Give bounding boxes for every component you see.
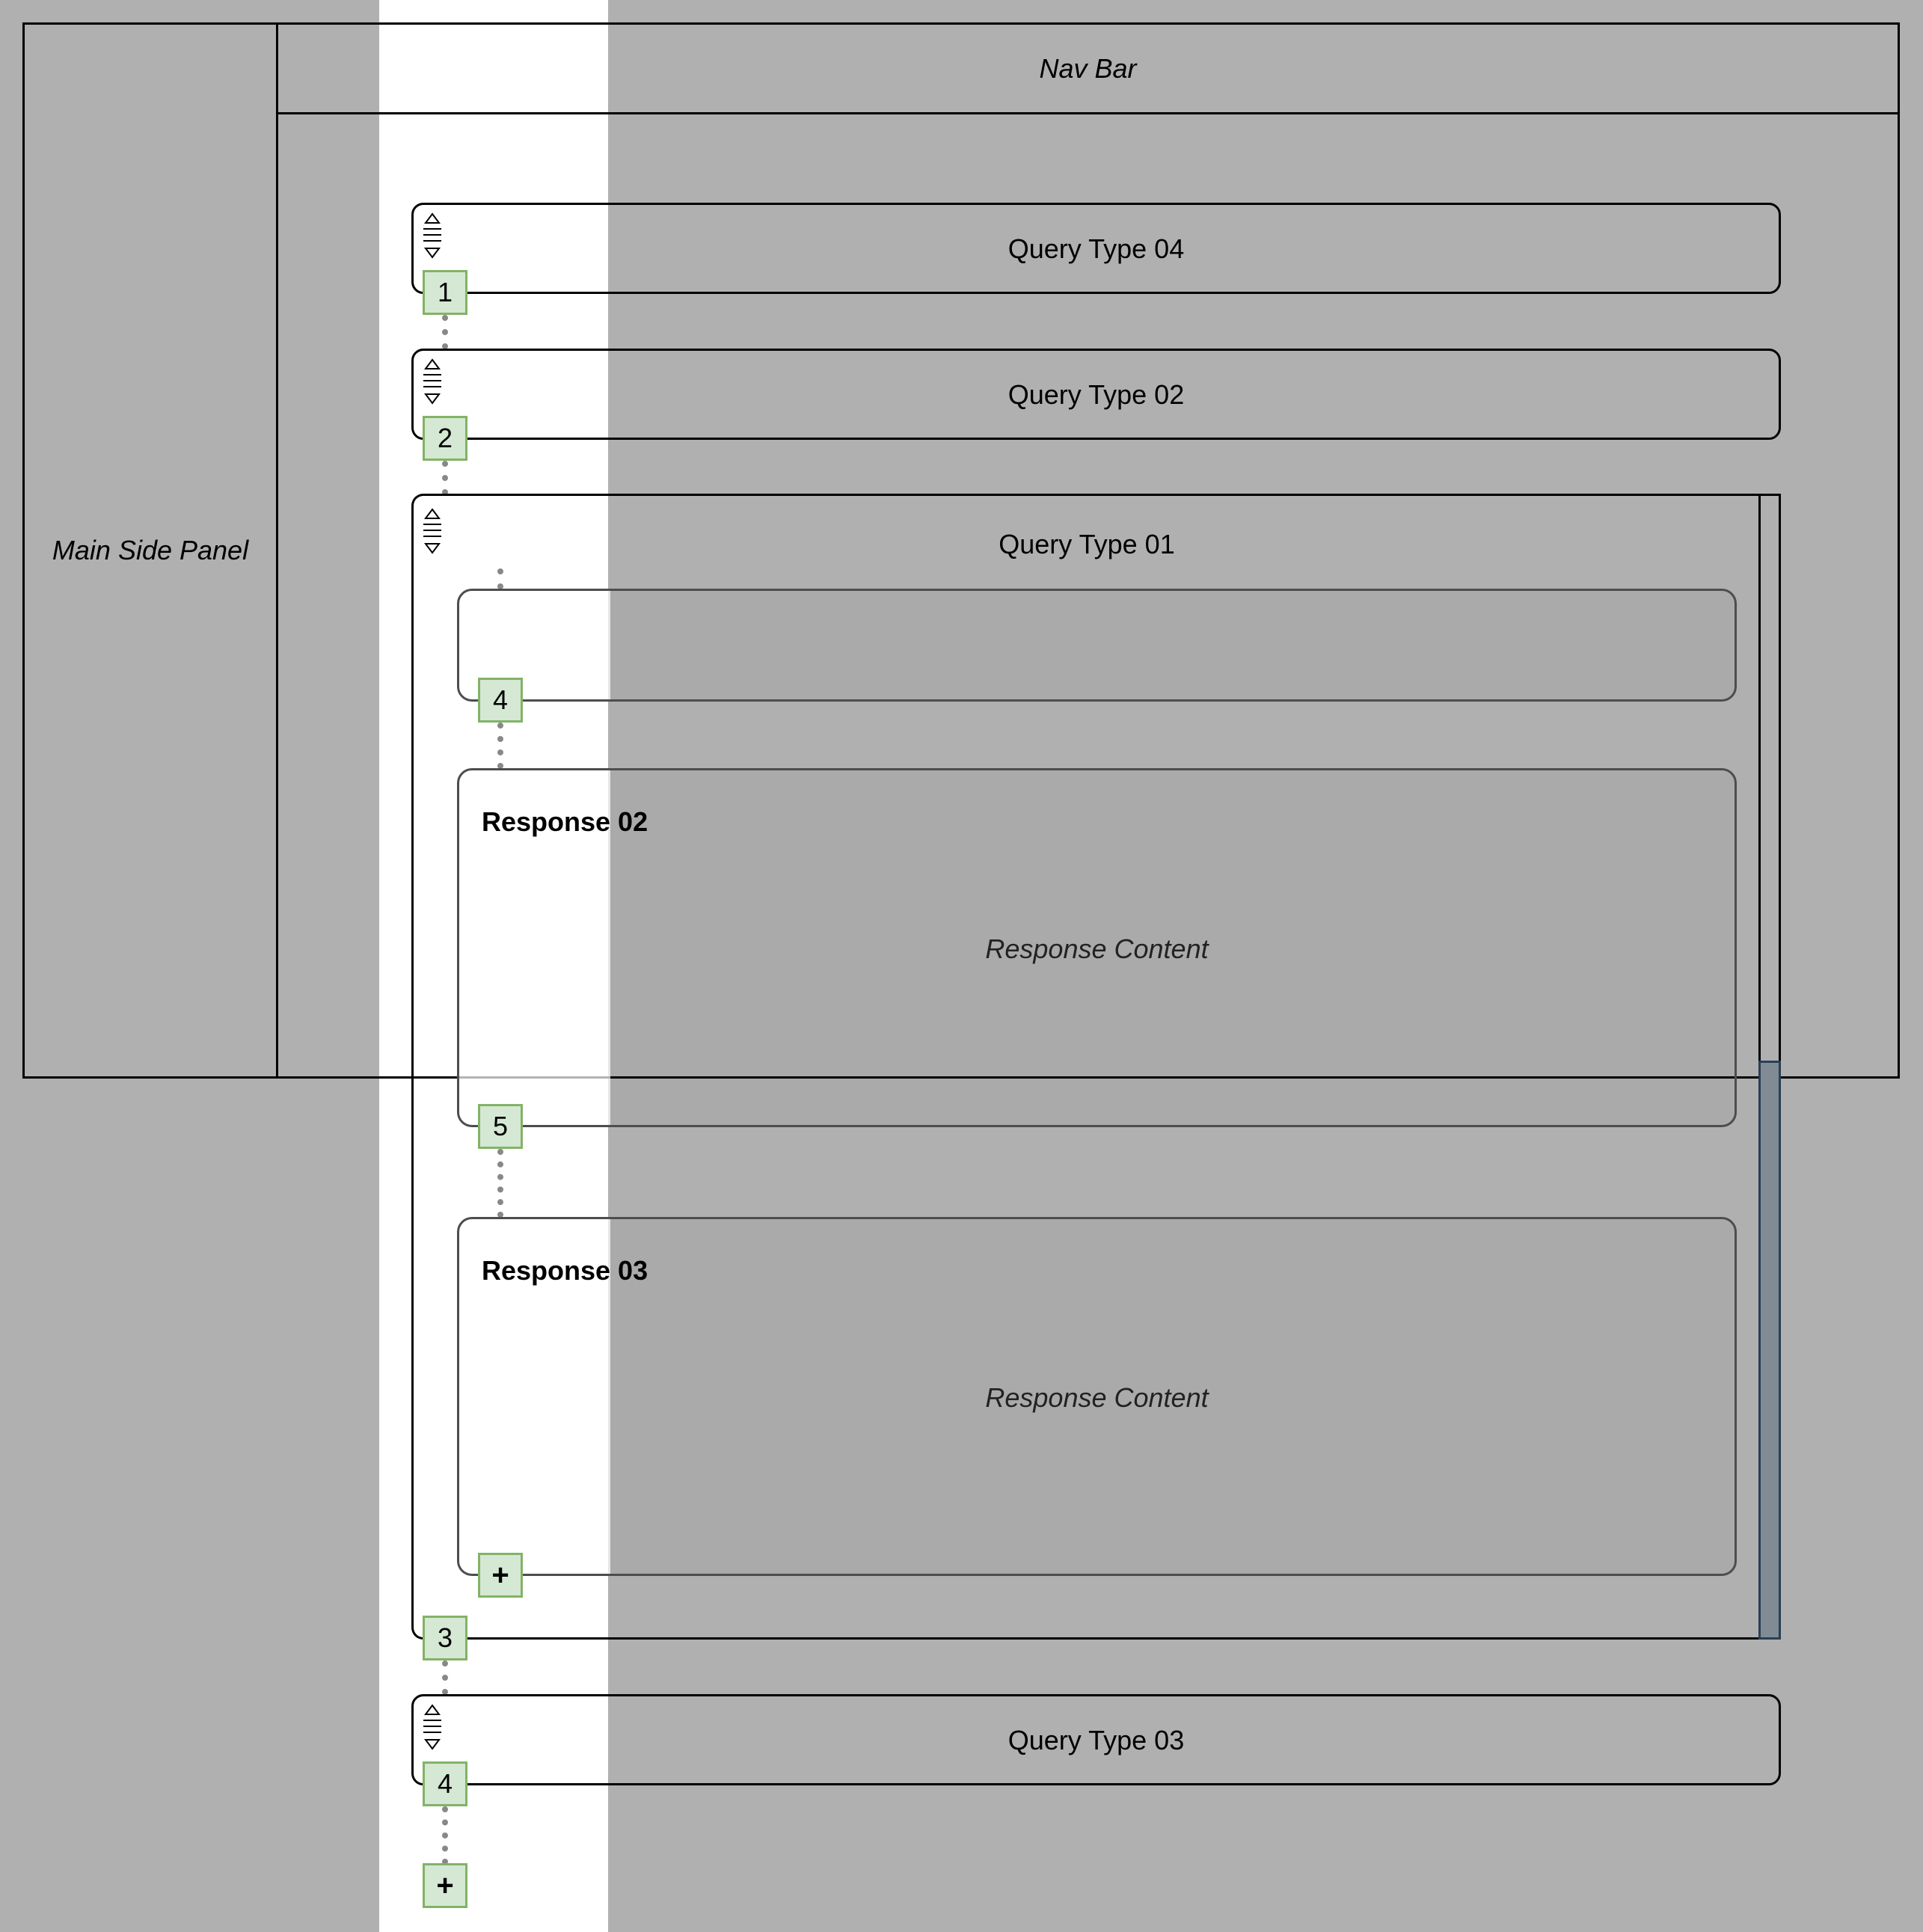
order-badge[interactable]: 3 bbox=[423, 1616, 467, 1660]
connector-line bbox=[442, 1806, 448, 1865]
response-card[interactable]: Response 02 Response Content bbox=[457, 768, 1737, 1127]
order-badge[interactable]: 1 bbox=[423, 270, 467, 315]
response-card[interactable]: Response 03 Response Content bbox=[457, 1217, 1737, 1576]
response-content: Response Content bbox=[985, 933, 1209, 964]
add-response-button[interactable]: + bbox=[478, 1553, 523, 1598]
query-card-expanded[interactable]: Query Type 01 bbox=[411, 494, 1760, 1640]
query-title: Query Type 02 bbox=[1007, 379, 1185, 410]
query-card[interactable]: Query Type 03 bbox=[411, 1694, 1781, 1785]
order-badge[interactable]: 4 bbox=[423, 1761, 467, 1806]
query-title: Query Type 01 bbox=[999, 529, 1175, 559]
drag-handle-icon[interactable] bbox=[421, 358, 444, 406]
scrollbar-thumb[interactable] bbox=[1758, 1061, 1781, 1640]
connector-line bbox=[497, 1149, 503, 1218]
nav-bar: Nav Bar bbox=[276, 22, 1900, 114]
add-query-button[interactable]: + bbox=[423, 1863, 467, 1908]
drag-handle-icon[interactable] bbox=[421, 212, 444, 260]
drag-handle-icon[interactable] bbox=[421, 508, 444, 556]
connector-line bbox=[497, 568, 503, 589]
connector-line bbox=[442, 1660, 448, 1695]
order-badge[interactable]: 4 bbox=[478, 678, 523, 723]
query-title: Query Type 04 bbox=[1007, 233, 1185, 264]
main-side-panel-label: Main Side Panel bbox=[52, 535, 249, 565]
query-card[interactable]: Query Type 04 bbox=[411, 203, 1781, 294]
order-badge[interactable]: 5 bbox=[478, 1104, 523, 1149]
query-card[interactable]: Query Type 02 bbox=[411, 349, 1781, 440]
response-card[interactable] bbox=[457, 589, 1737, 702]
connector-line bbox=[497, 723, 503, 769]
main-side-panel bbox=[22, 22, 278, 1079]
response-title: Response 03 bbox=[482, 1255, 648, 1286]
order-badge[interactable]: 2 bbox=[423, 416, 467, 461]
connector-line bbox=[442, 461, 448, 495]
response-content: Response Content bbox=[985, 1382, 1209, 1413]
query-title: Query Type 03 bbox=[1007, 1725, 1185, 1755]
drag-handle-icon[interactable] bbox=[421, 1704, 444, 1752]
response-title: Response 02 bbox=[482, 806, 648, 837]
connector-line bbox=[442, 315, 448, 349]
